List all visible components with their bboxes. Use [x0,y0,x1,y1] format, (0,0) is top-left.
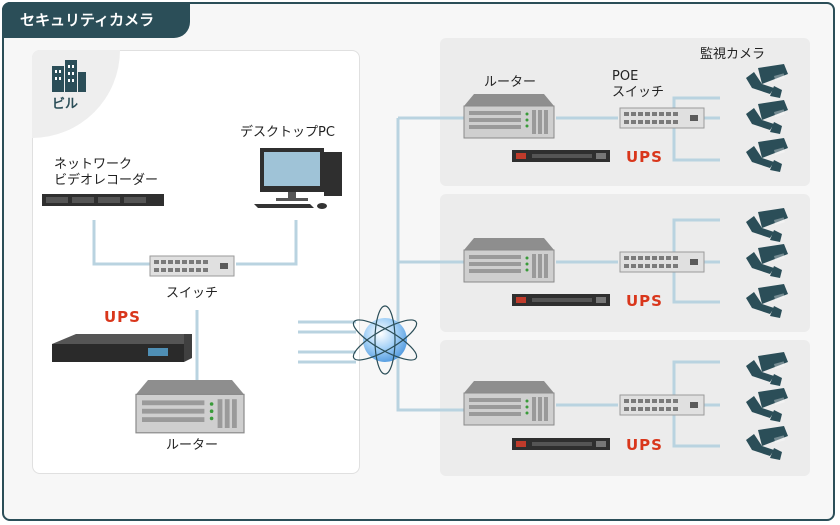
site1-switch-label-line1: POE [612,69,639,84]
site1-switch-label-line2: スイッチ [612,85,665,100]
desktop-pc-icon [254,148,342,209]
nvr-label-line1: ネットワーク [54,157,133,172]
ups-icon [52,334,192,362]
security-camera-icon [746,244,788,278]
pc-label: デスクトップPC [240,125,335,140]
ups-icon [512,438,610,450]
nvr-icon [42,194,164,206]
site1-router-label: ルーター [484,75,537,90]
poe-switch-icon [619,107,705,129]
diagram-title: セキュリティカメラ [2,2,190,38]
pc-to-switch-line [236,220,298,266]
site3-ups-label: UPS [626,436,663,454]
nvr-label-line2: ビデオレコーダー [54,173,159,188]
switch-label: スイッチ [166,286,219,301]
ups-icon [512,150,610,162]
site1-cameras-label: 監視カメラ [700,47,766,62]
security-camera-icon [746,426,788,460]
ups-label: UPS [104,308,141,326]
security-camera-icon [746,388,788,422]
site2-ups-label: UPS [626,292,663,310]
router-icon [463,237,555,283]
security-camera-icon [746,138,788,172]
security-camera-icon [746,208,788,242]
router-icon [463,380,555,426]
router-icon [463,93,555,139]
building-label: ビル [52,97,79,112]
security-camera-icon [746,352,788,386]
security-camera-icon [746,64,788,98]
router-label: ルーター [166,438,219,453]
building-icon [52,60,86,92]
poe-switch-icon [619,394,705,416]
ups-icon [512,294,610,306]
security-camera-icon [746,284,788,318]
connection-lines [92,96,720,448]
security-camera-icon [746,100,788,134]
nvr-to-switch-line [92,220,150,266]
switch-icon [149,255,235,277]
router-icon [135,379,245,434]
site1-ups-label: UPS [626,148,663,166]
internet-globe-icon [352,305,418,375]
poe-switch-icon [619,251,705,273]
internet-trunk [396,118,464,412]
